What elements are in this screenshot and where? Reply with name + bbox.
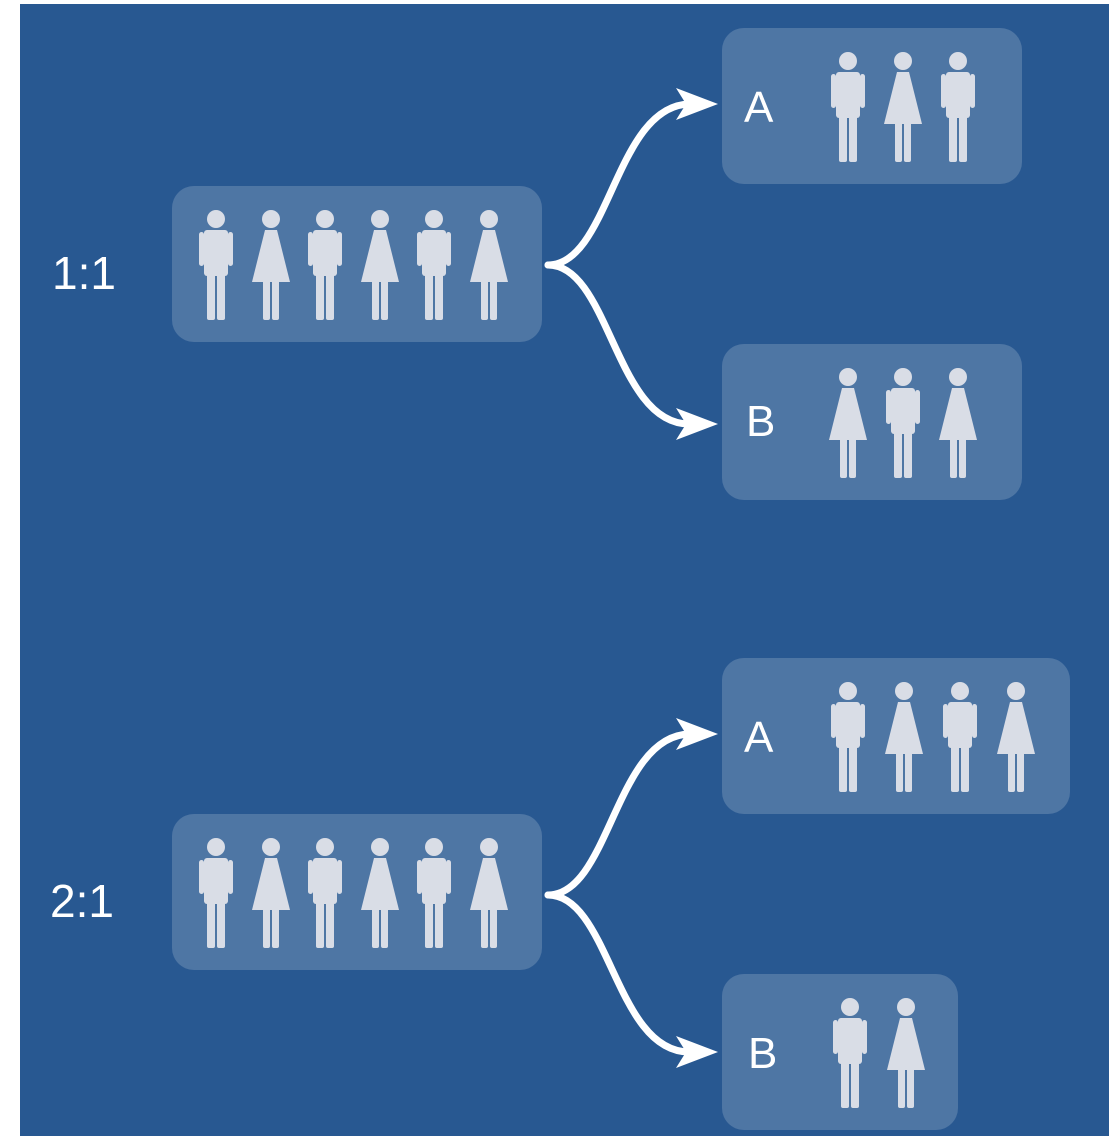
female-person-icon: [251, 210, 290, 320]
arrowhead-group-a-1: [676, 88, 718, 120]
male-person-icon: [831, 682, 865, 792]
male-person-icon: [308, 210, 342, 320]
arrowhead-group-b-2: [676, 1036, 718, 1068]
male-person-icon: [199, 838, 233, 948]
group-a-label-1: A: [744, 83, 774, 132]
male-person-icon: [308, 838, 342, 948]
ratio-label-1: 1:1: [52, 247, 116, 299]
group-b-label-1: B: [746, 397, 776, 446]
female-person-icon: [251, 838, 290, 948]
arrow-to-group-a-2: [544, 730, 694, 899]
arrowhead-group-a-2: [676, 718, 718, 750]
male-person-icon: [199, 210, 233, 320]
female-person-icon: [360, 838, 399, 948]
group-a-label-2: A: [744, 713, 774, 762]
male-person-icon: [833, 998, 867, 1108]
male-person-icon: [417, 838, 451, 948]
ratio-label-2: 2:1: [50, 875, 114, 927]
group-b-label-2: B: [748, 1029, 778, 1078]
male-person-icon: [831, 52, 865, 162]
male-person-icon: [417, 210, 451, 320]
arrowhead-group-b-1: [676, 408, 718, 440]
diagram-background: [20, 4, 1109, 1136]
male-person-icon: [941, 52, 975, 162]
arrow-to-group-b-1: [544, 261, 694, 428]
female-person-icon: [829, 368, 867, 478]
arrow-to-group-b-2: [544, 891, 694, 1056]
female-person-icon: [887, 998, 925, 1108]
female-person-icon: [469, 838, 508, 948]
female-person-icon: [884, 52, 922, 162]
female-person-icon: [360, 210, 399, 320]
arrow-to-group-a-1: [544, 100, 694, 269]
male-person-icon: [886, 368, 920, 478]
female-person-icon: [469, 210, 508, 320]
female-person-icon: [939, 368, 977, 478]
female-person-icon: [885, 682, 923, 792]
male-person-icon: [943, 682, 977, 792]
female-person-icon: [997, 682, 1035, 792]
